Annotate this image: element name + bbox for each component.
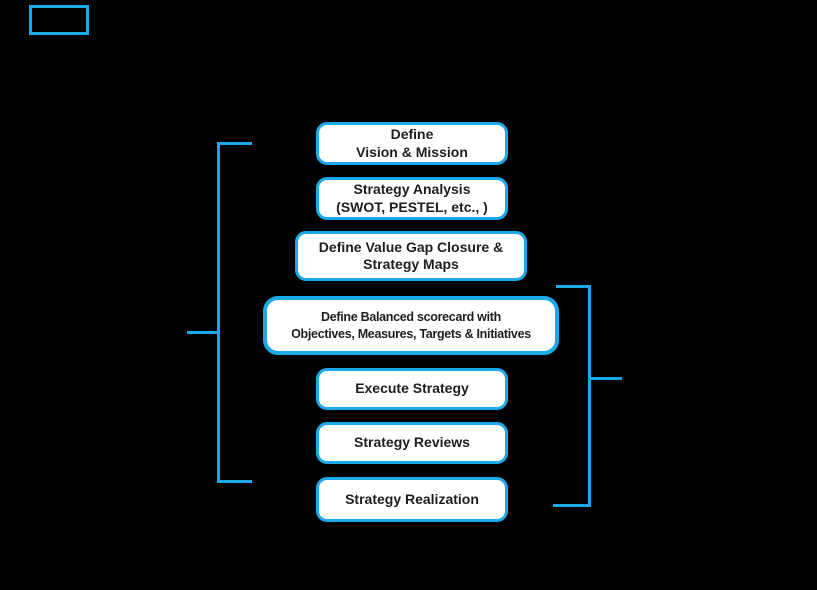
left-bracket-bottom-stub (217, 480, 252, 483)
step-text-line: Define (390, 126, 434, 142)
step-box-define-vision-mission: Define Vision & Mission (316, 122, 508, 165)
step-text-line: Vision & Mission (356, 143, 468, 160)
step-text-line: Objectives, Measures, Targets & Initiati… (291, 326, 531, 341)
left-bracket-middle-tick (187, 331, 217, 334)
step-text-line: Execute Strategy (355, 380, 469, 397)
right-bracket-middle-tick (591, 377, 622, 380)
step-box-strategy-analysis: Strategy Analysis (SWOT, PESTEL, etc., ) (316, 177, 508, 220)
step-box-strategy-realization: Strategy Realization (316, 477, 508, 522)
left-bracket-top-stub (217, 142, 252, 145)
step-text-line: Strategy Reviews (354, 434, 470, 451)
step-text-line: Strategy Maps (363, 256, 459, 272)
step-box-balanced-scorecard: Define Balanced scorecard with Objective… (263, 296, 559, 355)
right-bracket-top-stub (556, 285, 591, 288)
step-text-line: (SWOT, PESTEL, etc., ) (336, 198, 488, 215)
step-text-line: Define Value Gap Closure & (318, 238, 504, 255)
left-bracket-vertical-line (217, 142, 220, 483)
right-bracket-vertical-line (588, 285, 591, 507)
step-box-value-gap-closure: Define Value Gap Closure & Strategy Maps (295, 231, 527, 281)
top-left-rectangle-mark (29, 5, 89, 35)
right-bracket-bottom-stub (553, 504, 591, 507)
step-box-strategy-reviews: Strategy Reviews (316, 422, 508, 464)
step-box-execute-strategy: Execute Strategy (316, 368, 508, 410)
step-text-line: Strategy Realization (345, 490, 479, 507)
step-text-line: Define Balanced scorecard with (321, 309, 501, 324)
step-text-line: Strategy Analysis (353, 181, 471, 197)
